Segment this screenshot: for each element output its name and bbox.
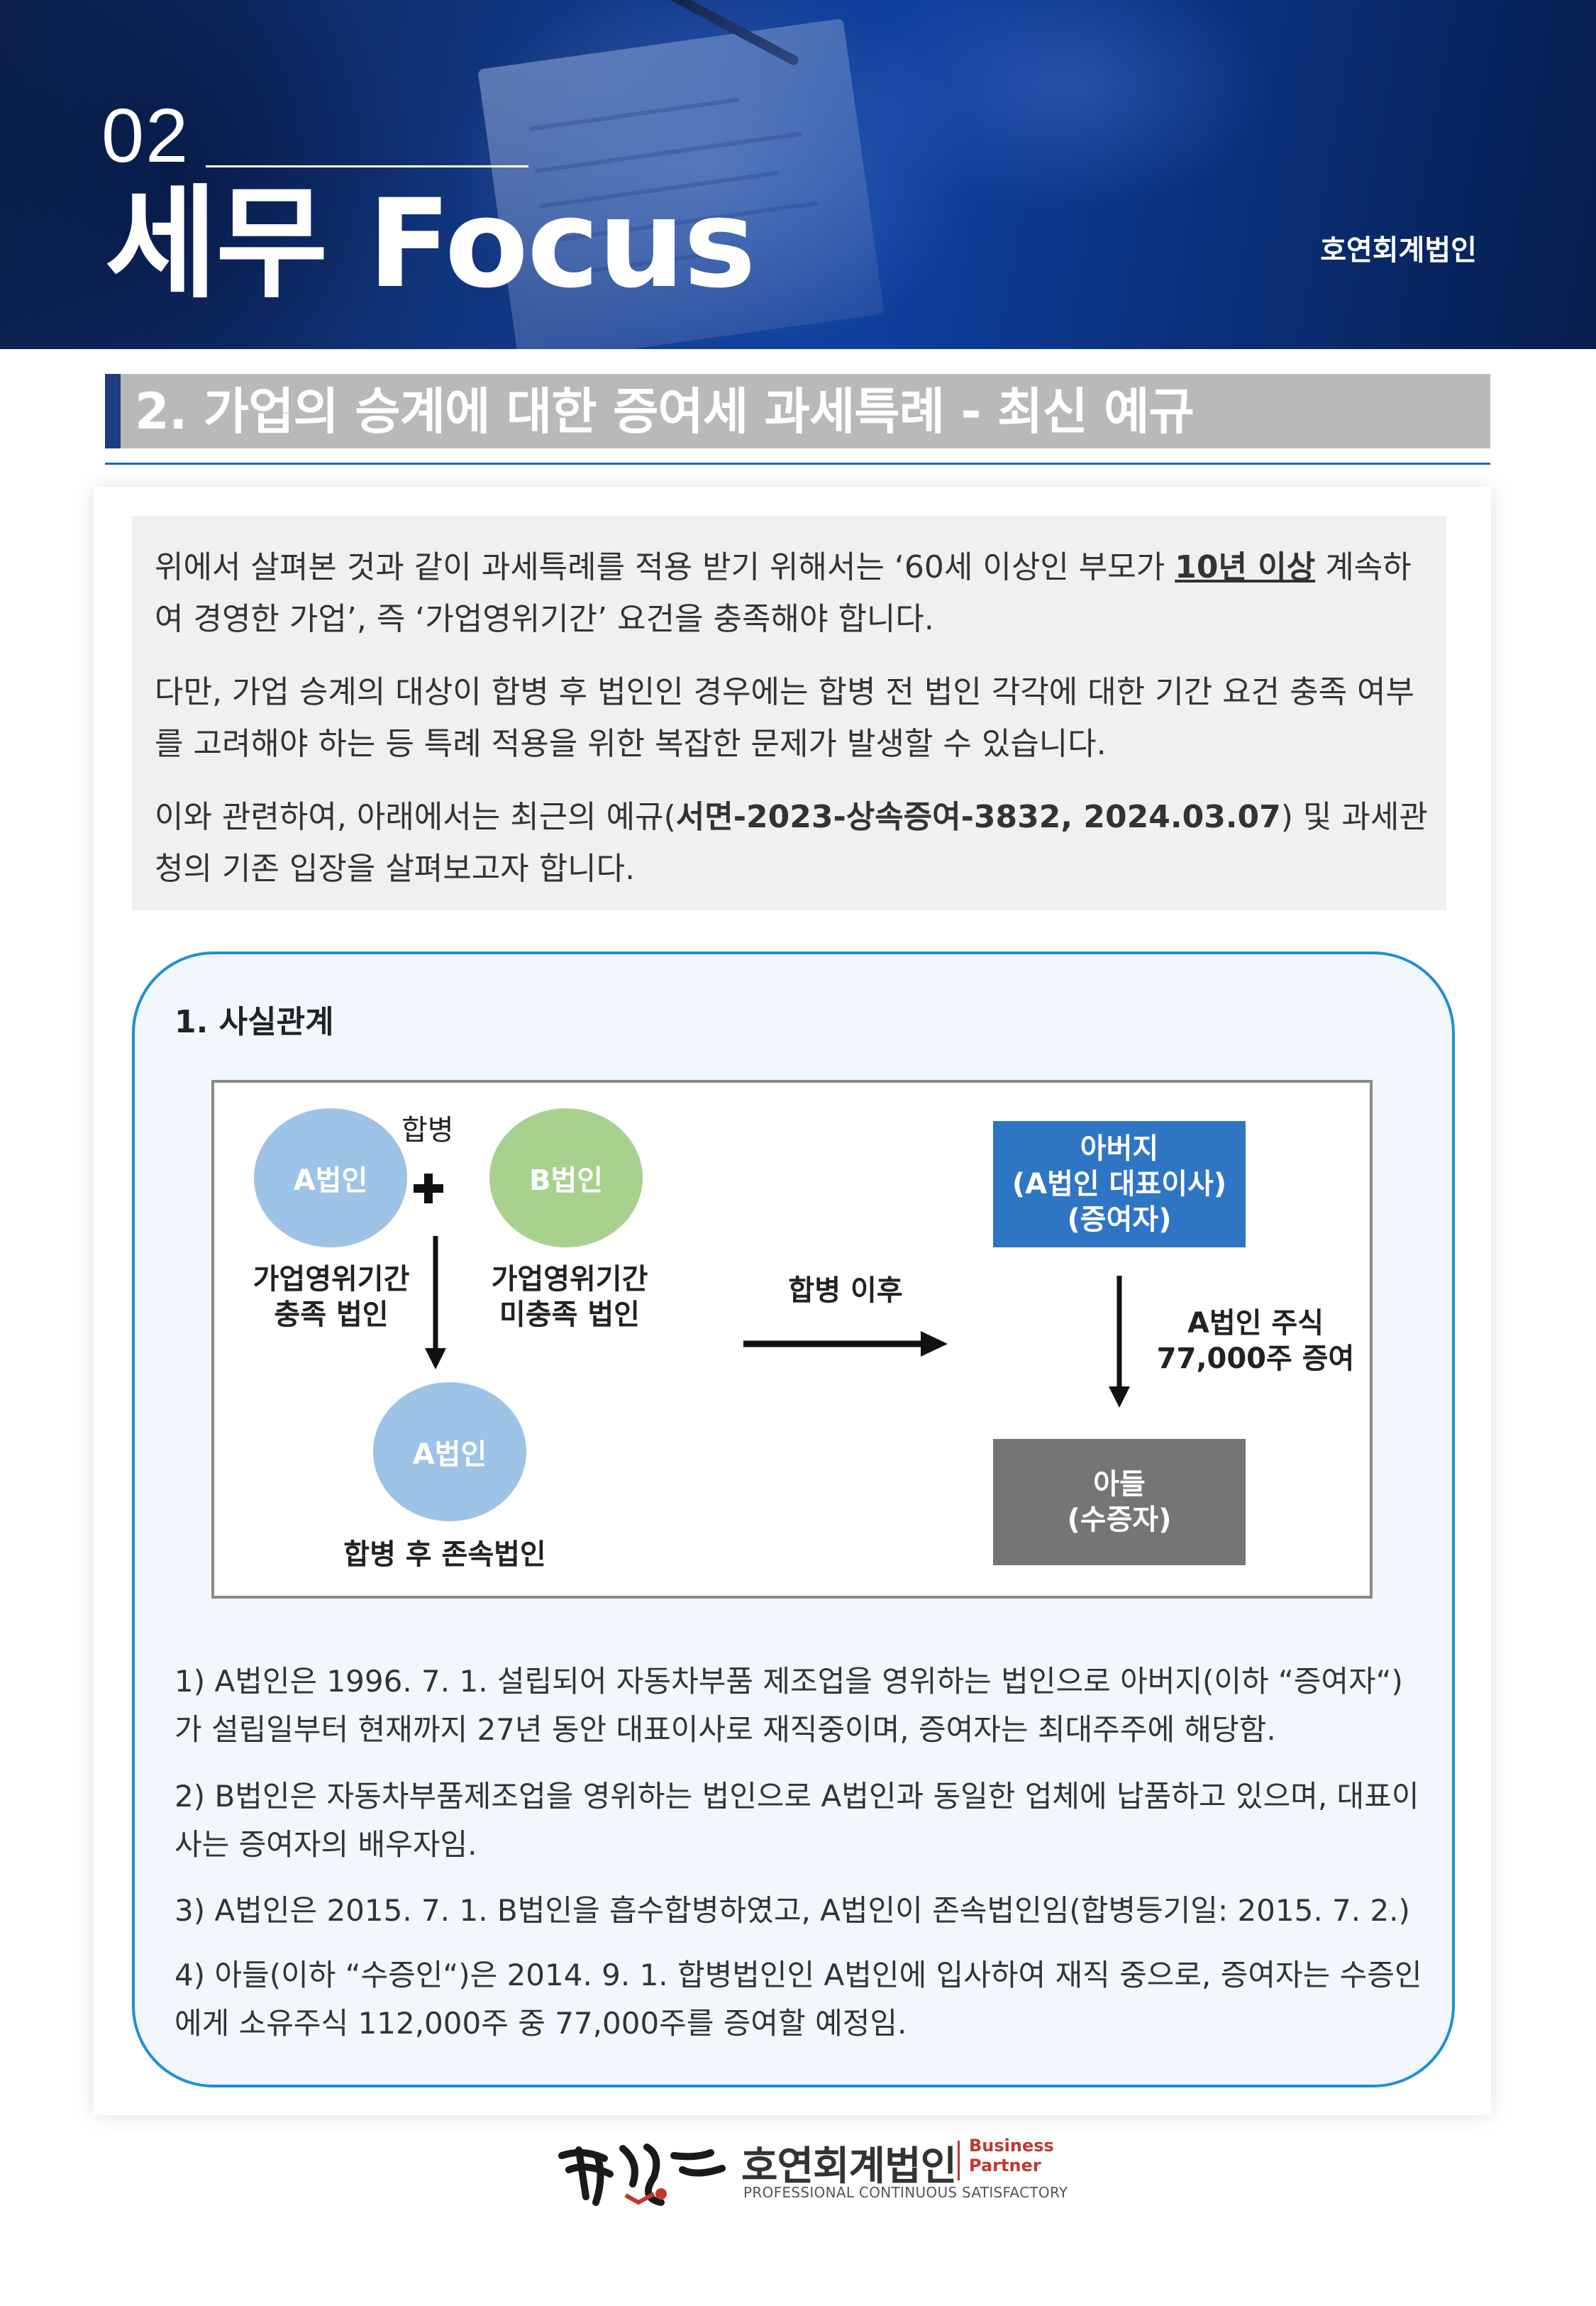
footer-tagline: PROFESSIONAL CONTINUOUS SATISFACTORY xyxy=(743,2184,1068,2201)
merger-diagram: 합병 A법인 B법인 가업영위기간 충족 법인 가업영위기간 미충족 법인 A법… xyxy=(211,1080,1373,1599)
header-banner: 02 세무 Focus 호연회계법인 xyxy=(0,0,1596,349)
corp-b-description: 가업영위기간 미충족 법인 xyxy=(491,1263,648,1331)
facts-title: 1. 사실관계 xyxy=(174,1004,334,1040)
firm-name: 호연회계법인 xyxy=(1320,234,1477,267)
banner-shade xyxy=(0,0,426,349)
footer-firm-name: 호연회계법인 xyxy=(741,2144,957,2190)
father-box: 아버지 (A법인 대표이사) (증여자) xyxy=(993,1121,1246,1247)
diagram-arrows xyxy=(414,1174,1130,1408)
section-header-accent xyxy=(105,374,121,448)
page-title: 세무 Focus xyxy=(105,172,756,315)
intro-paragraph-1: 위에서 살펴본 것과 같이 과세특례를 적용 받기 위해서는 ‘60세 이상인 … xyxy=(155,549,1412,637)
footer-separator xyxy=(958,2141,960,2180)
ruling-reference: 서면-2023-상속증여-3832, 2024.03.07 xyxy=(675,799,1281,835)
intro-paragraph-2: 다만, 가업 승계의 대상이 합병 후 법인인 경우에는 합병 전 법인 각각에… xyxy=(155,674,1415,762)
after-merge-label: 합병 이후 xyxy=(788,1274,903,1307)
corp-a-after-circle: A법인 xyxy=(373,1382,526,1521)
fact-item-4: 4) 아들(이하 “수증인“)은 2014. 9. 1. 합병법인인 A법인에 … xyxy=(174,1958,1422,2041)
section-header-bar xyxy=(105,374,1490,448)
emphasis-10-years: 10년 이상 xyxy=(1175,549,1316,585)
section-divider xyxy=(105,463,1490,465)
corp-a-description: 가업영위기간 충족 법인 xyxy=(253,1263,410,1331)
intro-box: 위에서 살펴본 것과 같이 과세특례를 적용 받기 위해서는 ‘60세 이상인 … xyxy=(132,516,1446,910)
merge-label: 합병 xyxy=(401,1114,454,1147)
section-title: 2. 가업의 승계에 대한 증여세 과세특례 - 최신 예규 xyxy=(135,382,1195,441)
title-rule xyxy=(206,165,528,167)
fact-item-2: 2) B법인은 자동차부품제조업을 영위하는 법인으로 A법인과 동일한 업체에… xyxy=(174,1779,1419,1862)
survivor-label: 합병 후 존속법인 xyxy=(343,1538,546,1571)
banner-hand xyxy=(851,0,1277,213)
firm-seal-logo xyxy=(558,2144,726,2206)
corp-b-circle: B법인 xyxy=(489,1108,643,1247)
gift-description: A법인 주식 77,000주 증여 xyxy=(1156,1307,1355,1375)
fact-item-1: 1) A법인은 1996. 7. 1. 설립되어 자동차부품 제조업을 영위하는… xyxy=(174,1664,1403,1747)
corp-a-circle: A법인 xyxy=(254,1108,407,1247)
intro-paragraph-3: 이와 관련하여, 아래에서는 최근의 예규(서면-2023-상속증여-3832,… xyxy=(155,799,1428,887)
son-box: 아들 (수증자) xyxy=(993,1439,1246,1565)
fact-item-3: 3) A법인은 2015. 7. 1. B법인을 흡수합병하였고, A법인이 존… xyxy=(174,1893,1410,1928)
section-number: 02 xyxy=(101,92,190,178)
